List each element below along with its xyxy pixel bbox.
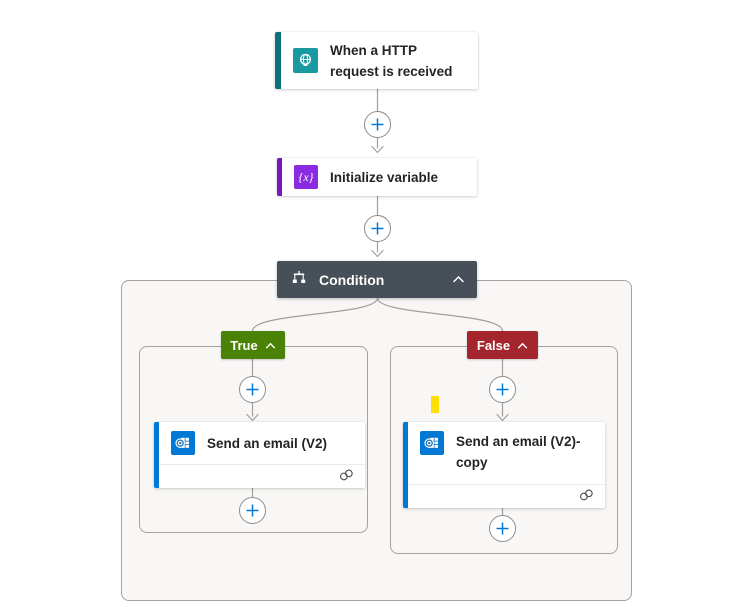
outlook-icon bbox=[171, 431, 195, 455]
variable-icon: {x} bbox=[294, 165, 318, 189]
plus-icon bbox=[496, 383, 509, 396]
chevron-up-icon[interactable] bbox=[452, 271, 465, 289]
connection-rings-icon bbox=[578, 488, 595, 506]
false-branch-insert-step-button[interactable] bbox=[489, 376, 516, 403]
plus-icon bbox=[371, 118, 384, 131]
condition-icon bbox=[291, 270, 307, 290]
false-branch-badge[interactable]: False bbox=[467, 331, 538, 359]
highlight-marker bbox=[431, 396, 439, 413]
plus-icon bbox=[496, 522, 509, 535]
true-branch-badge[interactable]: True bbox=[221, 331, 285, 359]
outlook-icon bbox=[420, 431, 444, 455]
connection-rings-icon bbox=[338, 468, 355, 486]
email-accent-bar bbox=[154, 422, 159, 488]
condition-header[interactable]: Condition bbox=[277, 261, 477, 298]
card-footer bbox=[159, 464, 365, 488]
trigger-title: When a HTTP request is received bbox=[330, 42, 453, 79]
http-request-icon bbox=[293, 48, 318, 73]
false-branch-label: False bbox=[476, 337, 511, 353]
true-branch-label: True bbox=[230, 337, 258, 353]
insert-step-button-2[interactable] bbox=[364, 215, 391, 242]
action-card-send-email-v2-copy[interactable]: Send an email (V2)-copy bbox=[403, 422, 605, 508]
action-card-send-email-v2[interactable]: Send an email (V2) bbox=[154, 422, 365, 488]
variable-accent-bar bbox=[277, 158, 282, 196]
trigger-accent-bar bbox=[275, 32, 281, 89]
false-branch-add-action-button[interactable] bbox=[489, 515, 516, 542]
variable-title: Initialize variable bbox=[330, 169, 439, 185]
insert-step-button-1[interactable] bbox=[364, 111, 391, 138]
send-email-copy-title: Send an email (V2)-copy bbox=[456, 434, 581, 470]
email-accent-bar bbox=[403, 422, 408, 508]
true-branch-add-action-button[interactable] bbox=[239, 497, 266, 524]
trigger-card-http-request[interactable]: When a HTTP request is received bbox=[275, 32, 478, 89]
condition-title: Condition bbox=[319, 271, 385, 288]
plus-icon bbox=[246, 383, 259, 396]
card-footer bbox=[408, 484, 605, 508]
true-branch-insert-step-button[interactable] bbox=[239, 376, 266, 403]
plus-icon bbox=[246, 504, 259, 517]
chevron-up-icon[interactable] bbox=[265, 338, 276, 353]
action-card-initialize-variable[interactable]: {x} Initialize variable bbox=[277, 158, 477, 196]
chevron-up-icon[interactable] bbox=[517, 338, 528, 353]
plus-icon bbox=[371, 222, 384, 235]
send-email-title: Send an email (V2) bbox=[207, 435, 328, 451]
